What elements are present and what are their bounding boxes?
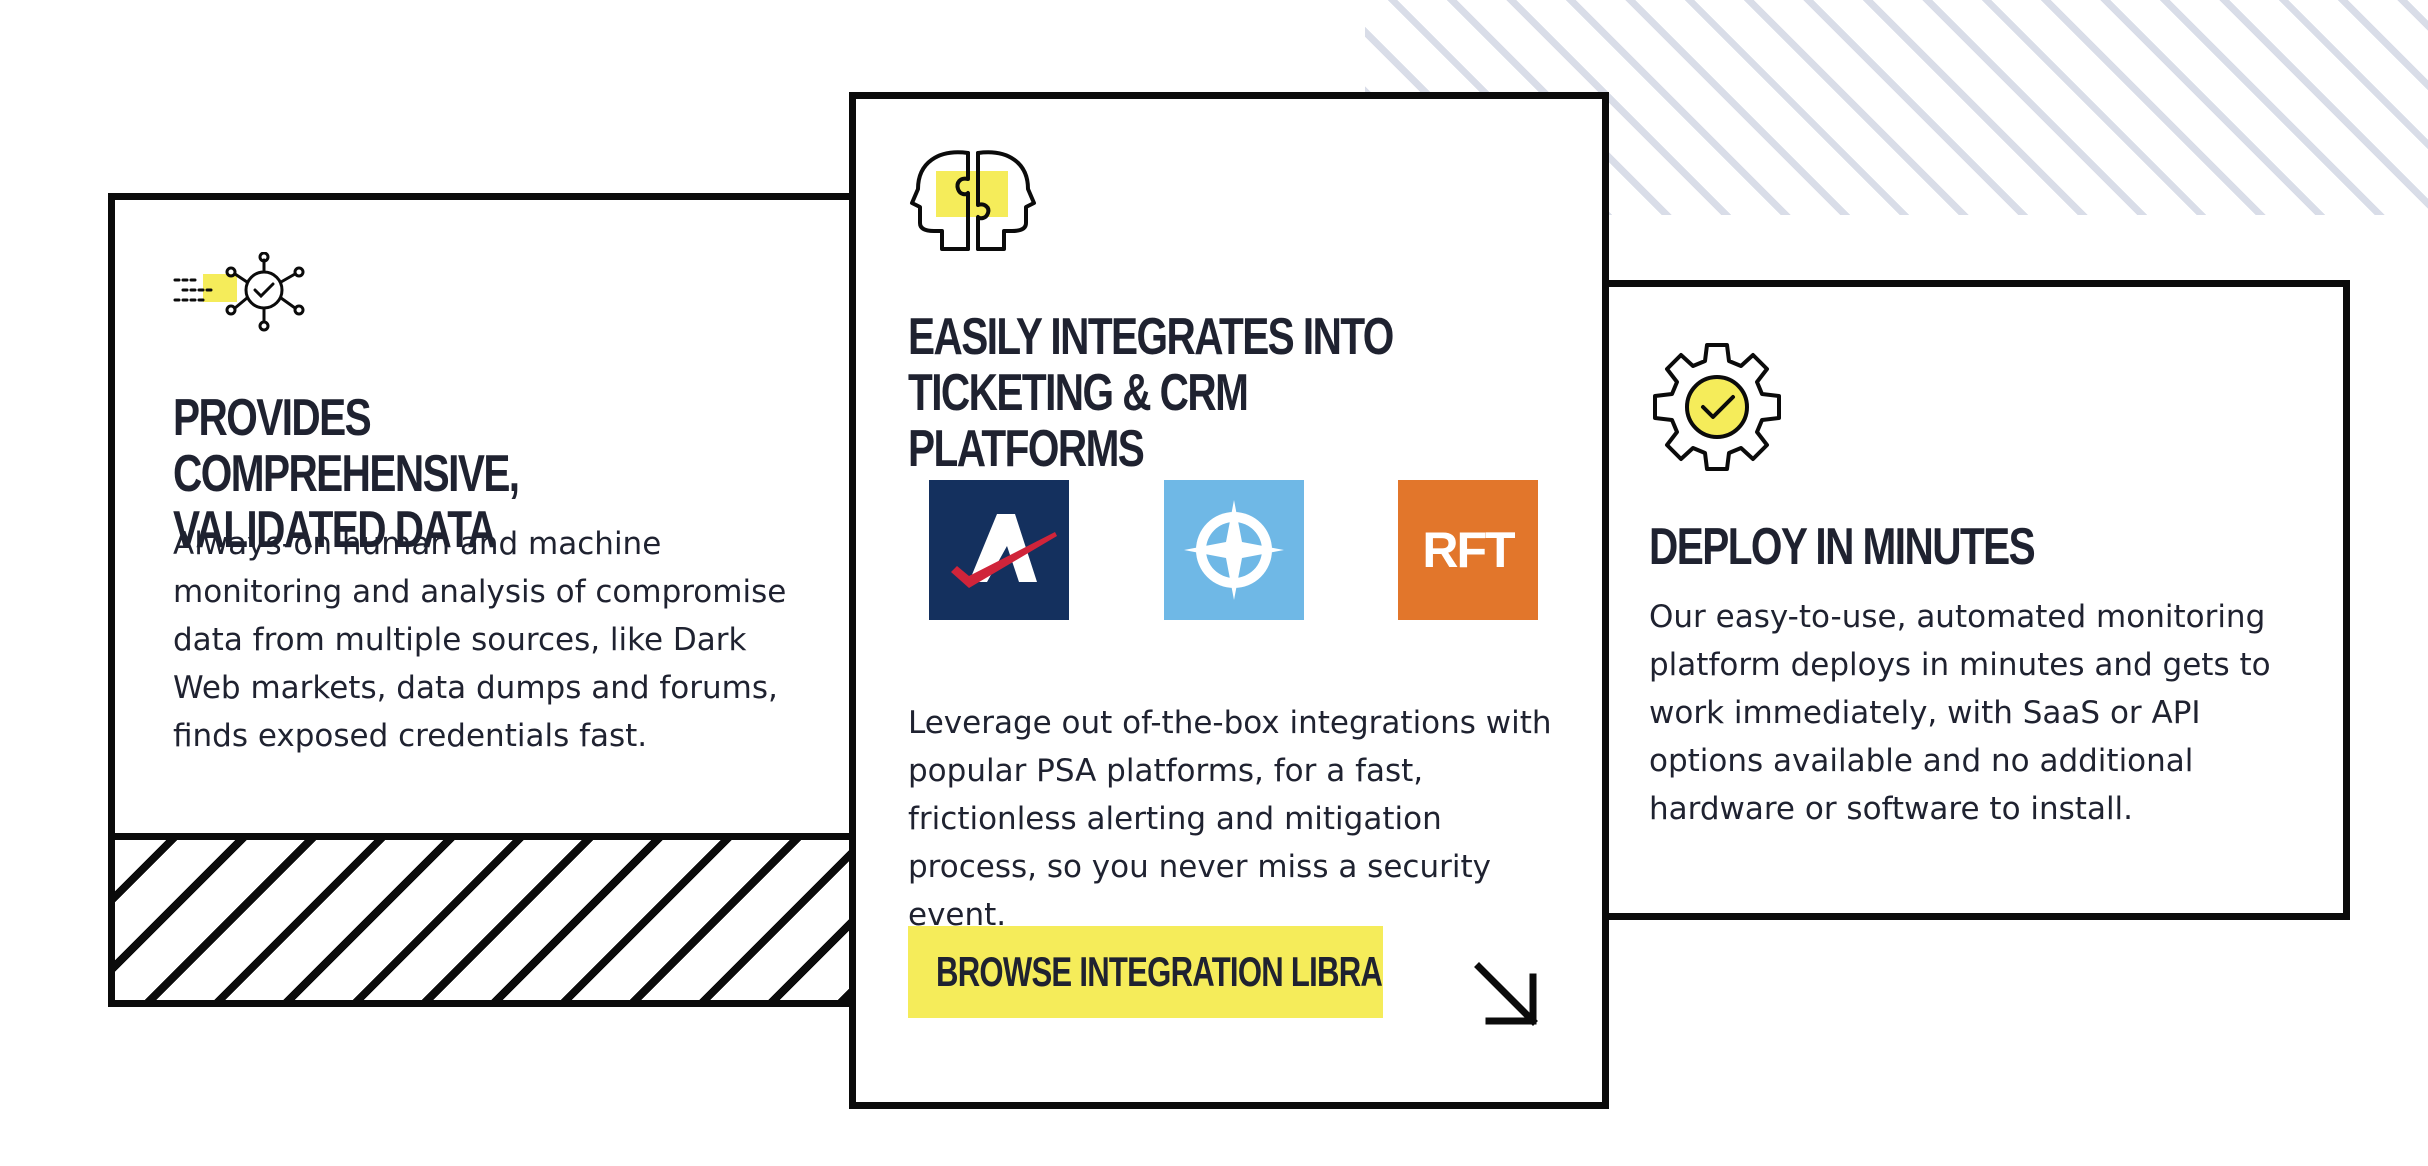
card-title: PROVIDES COMPREHENSIVE, VALIDATED DATA bbox=[173, 389, 520, 559]
feature-card-deploy: DEPLOY IN MINUTES Our easy-to-use, autom… bbox=[1600, 280, 2350, 920]
card-description: Our easy-to-use, automated monitoring pl… bbox=[1649, 599, 2271, 827]
browse-integration-library-button[interactable]: BROWSE INTEGRATION LIBRARY bbox=[908, 926, 1383, 1018]
hatch-pattern bbox=[115, 833, 849, 1000]
feature-card-integrations: EASILY INTEGRATES INTO TICKETING & CRM P… bbox=[849, 92, 1609, 1109]
card-description: Always-on human and machine monitoring a… bbox=[173, 526, 787, 754]
speed-network-check-icon bbox=[173, 252, 305, 332]
rft-logo: RFT bbox=[1398, 480, 1538, 620]
gear-check-icon bbox=[1653, 343, 1781, 471]
arrow-down-right-icon[interactable] bbox=[1471, 959, 1543, 1031]
autotask-logo bbox=[929, 480, 1069, 620]
card-description: Leverage out of-the-box integrations wit… bbox=[908, 705, 1552, 933]
card-title: EASILY INTEGRATES INTO TICKETING & CRM P… bbox=[908, 308, 1394, 478]
feature-card-validated-data: PROVIDES COMPREHENSIVE, VALIDATED DATA A… bbox=[108, 193, 856, 1007]
connectwise-logo bbox=[1164, 480, 1304, 620]
card-title: DEPLOY IN MINUTES bbox=[1649, 518, 2036, 576]
puzzle-heads-icon bbox=[910, 150, 1036, 251]
